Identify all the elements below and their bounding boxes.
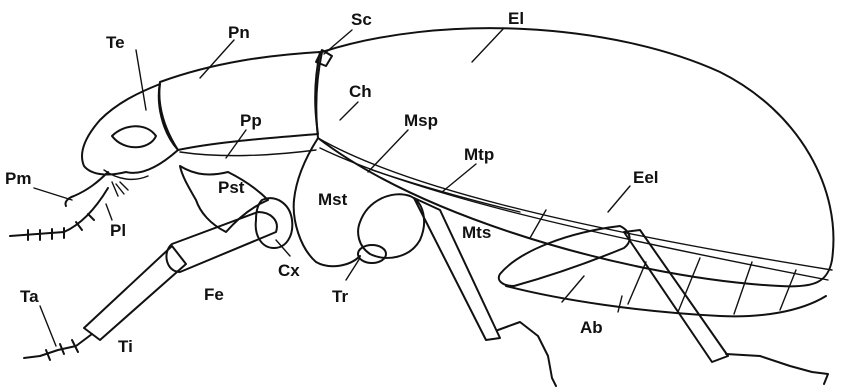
label-ti: Ti <box>118 337 133 356</box>
te-leader <box>135 49 147 111</box>
middle-femur <box>413 197 501 341</box>
label-mts: Mts <box>462 223 491 242</box>
abdominal-segment-lines <box>529 209 797 315</box>
label-tr: Tr <box>332 287 348 306</box>
pro-coxa <box>254 197 294 249</box>
pl-leader <box>105 203 113 221</box>
mtp-leader <box>441 163 477 193</box>
pn-leader <box>199 39 235 79</box>
abdomen-outline <box>505 285 827 318</box>
middle-coxa <box>357 193 426 259</box>
ch-leader <box>339 101 359 121</box>
hind-femur <box>497 225 631 287</box>
eye <box>111 125 157 149</box>
elytron-suture-line <box>317 137 833 271</box>
propleuron-line <box>179 149 317 157</box>
head-outline <box>81 83 179 176</box>
pm-leader <box>33 187 73 201</box>
label-eel: Eel <box>633 168 659 187</box>
ta-leader <box>39 305 57 347</box>
front-femur <box>165 211 278 273</box>
middle-tarsus <box>497 321 557 387</box>
label-ch: Ch <box>349 82 372 101</box>
sc-leader <box>323 29 353 55</box>
label-cx: Cx <box>278 261 300 280</box>
front-tarsus <box>23 333 93 361</box>
el-leader <box>471 27 505 63</box>
label-msp: Msp <box>404 111 438 130</box>
label-fe: Fe <box>204 285 224 304</box>
label-pp: Pp <box>240 111 262 130</box>
label-te: Te <box>106 33 125 52</box>
label-pm: Pm <box>5 169 31 188</box>
label-ab: Ab <box>580 318 603 337</box>
mesosternum-outline <box>292 137 361 268</box>
hind-tarsus <box>725 353 829 385</box>
leader-lines <box>33 27 631 347</box>
label-el: El <box>508 9 524 28</box>
label-sc: Sc <box>351 10 372 29</box>
prosternum-outline <box>179 165 269 233</box>
label-pl: Pl <box>110 221 126 240</box>
label-pn: Pn <box>228 23 250 42</box>
pronotum-outline <box>157 51 321 151</box>
label-mtp: Mtp <box>464 145 494 164</box>
eel-leader <box>607 185 631 213</box>
cx-leader <box>275 239 291 257</box>
metepimeron-line <box>371 169 521 213</box>
tr-leader <box>345 257 361 281</box>
ab-leader <box>617 295 623 313</box>
elytron-epipleuron-line <box>319 147 829 281</box>
front-tibia <box>83 245 187 341</box>
pp-leader <box>225 129 247 159</box>
maxillary-palp <box>64 171 109 207</box>
antenna <box>9 187 109 241</box>
label-pst: Pst <box>218 178 245 197</box>
msp-leader <box>367 129 409 173</box>
middle-trochanter <box>357 244 387 264</box>
elytron-outline <box>315 27 835 288</box>
hind-tibia <box>623 229 729 363</box>
label-mst: Mst <box>318 190 348 209</box>
label-ta: Ta <box>20 287 39 306</box>
labial-palp <box>111 181 129 197</box>
